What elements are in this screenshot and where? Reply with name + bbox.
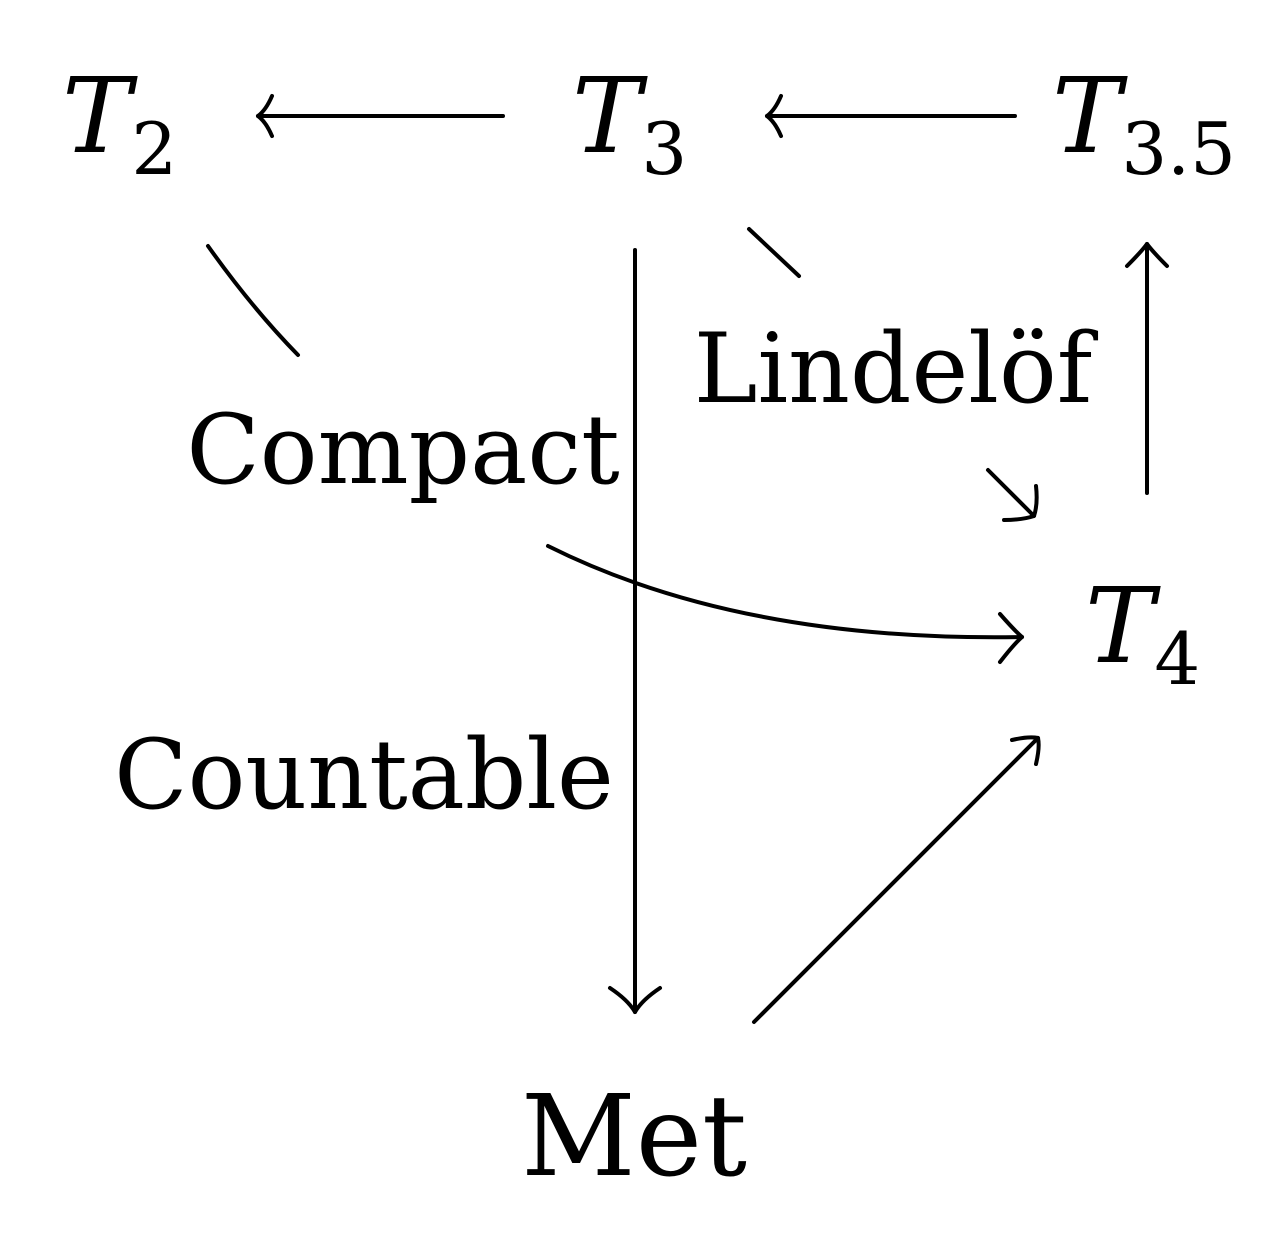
edge-label-compact: Compact: [186, 394, 619, 506]
node-met: Met: [521, 1072, 747, 1202]
node-t4-sub: 4: [1154, 617, 1200, 701]
edge-t3-to-met: [608, 248, 662, 1014]
node-t3-base: T: [572, 55, 648, 177]
edge-t2-compact-t4: [206, 244, 1024, 664]
edge-t3-to-t2: [256, 94, 505, 138]
node-t2-base: T: [62, 55, 138, 177]
arrowhead-up-icon: [1125, 242, 1169, 268]
arrowhead-left-icon: [765, 94, 783, 138]
arrowhead-diagonal-icon: [1010, 735, 1041, 766]
node-t35-sub: 3.5: [1121, 107, 1236, 191]
node-t35-base: T: [1052, 55, 1128, 177]
arrowhead-down-icon: [608, 986, 662, 1014]
edge-label-lindelof: Lindelöf: [694, 313, 1099, 425]
node-t3-sub: 3: [641, 107, 687, 191]
node-t3: T3: [572, 55, 687, 191]
edge-t4-to-t35: [1125, 242, 1169, 495]
node-t4: T4: [1085, 565, 1200, 701]
arrowhead-left-icon: [256, 94, 274, 138]
edge-label-countable: Countable: [114, 719, 614, 831]
node-t2: T2: [62, 55, 177, 191]
edge-t35-to-t3: [765, 94, 1017, 138]
arrowhead-right-icon: [998, 612, 1024, 664]
node-t35: T3.5: [1052, 55, 1236, 191]
arrowhead-diagonal-down-icon: [1002, 484, 1039, 522]
node-t2-sub: 2: [131, 107, 177, 191]
edge-t3-lindelof-t4: [747, 227, 1039, 522]
edge-met-to-t4: [752, 735, 1041, 1024]
node-t4-base: T: [1085, 565, 1161, 687]
